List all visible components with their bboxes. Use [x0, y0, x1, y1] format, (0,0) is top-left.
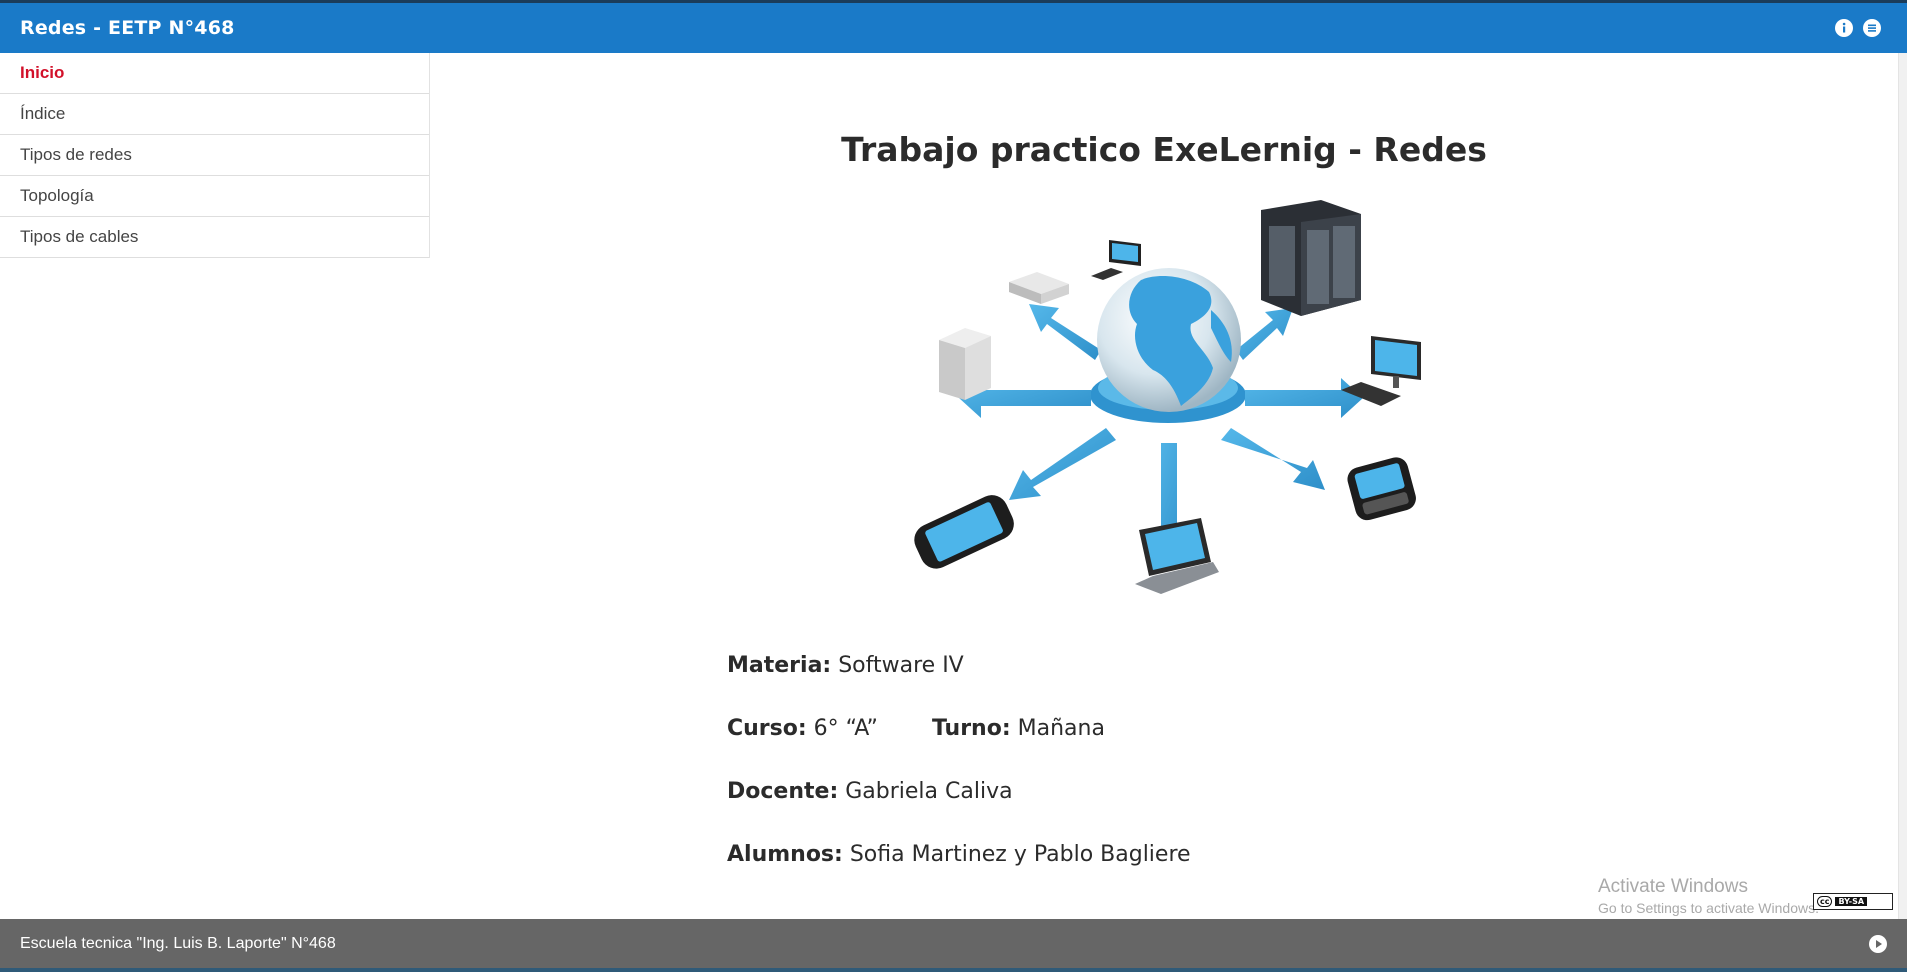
curso-value: 6° “A” [813, 716, 878, 741]
nav-item-inicio[interactable]: Inicio [0, 53, 429, 94]
nav-item-indice[interactable]: Índice [0, 94, 429, 135]
docente-value: Gabriela Caliva [845, 779, 1013, 804]
nav-item-tipos-de-redes[interactable]: Tipos de redes [0, 135, 429, 176]
footer-bar: Escuela tecnica "Ing. Luis B. Laporte" N… [0, 919, 1907, 972]
alumnos-value: Sofia Martinez y Pablo Bagliere [849, 842, 1191, 867]
footer-text: Escuela tecnica "Ing. Luis B. Laporte" N… [20, 934, 336, 952]
menu-icon[interactable] [1863, 19, 1881, 37]
page-title: Trabajo practico ExeLernig - Redes [841, 130, 1487, 169]
nav-item-topologia[interactable]: Topología [0, 176, 429, 217]
play-next-icon[interactable] [1869, 934, 1887, 953]
info-docente: Docente: Gabriela Caliva [727, 779, 1191, 842]
docente-label: Docente: [727, 779, 839, 804]
activate-windows-watermark: Activate Windows Go to Settings to activ… [1598, 876, 1819, 916]
sidebar-nav: Inicio Índice Tipos de redes Topología T… [0, 53, 430, 258]
main-content: Trabajo practico ExeLernig - Redes [431, 53, 1897, 919]
activate-subtitle: Go to Settings to activate Windows. [1598, 900, 1819, 916]
cc-icon: cc [1817, 896, 1833, 907]
curso-label: Curso: [727, 716, 807, 741]
info-materia: Materia: Software IV [727, 653, 1191, 716]
materia-value: Software IV [838, 653, 964, 678]
alumnos-label: Alumnos: [727, 842, 843, 867]
top-bar: Redes - EETP N°468 [0, 0, 1907, 53]
license-text: BY-SA [1835, 897, 1868, 906]
materia-label: Materia: [727, 653, 832, 678]
site-title: Redes - EETP N°468 [20, 17, 235, 39]
turno-value: Mañana [1017, 716, 1105, 741]
nav-item-tipos-de-cables[interactable]: Tipos de cables [0, 217, 429, 258]
info-icon[interactable] [1835, 19, 1853, 37]
turno-label: Turno: [931, 716, 1011, 741]
activate-title: Activate Windows [1598, 876, 1748, 897]
network-globe-illustration [914, 200, 1421, 594]
scrollbar-track[interactable] [1898, 53, 1907, 919]
course-info: Materia: Software IV Curso: 6° “A” Turno… [727, 653, 1191, 905]
license-badge[interactable]: cc BY-SA [1813, 893, 1893, 910]
info-alumnos: Alumnos: Sofia Martinez y Pablo Bagliere [727, 842, 1191, 905]
header-actions [1835, 19, 1881, 37]
info-curso-turno: Curso: 6° “A” Turno: Mañana [727, 716, 1191, 779]
